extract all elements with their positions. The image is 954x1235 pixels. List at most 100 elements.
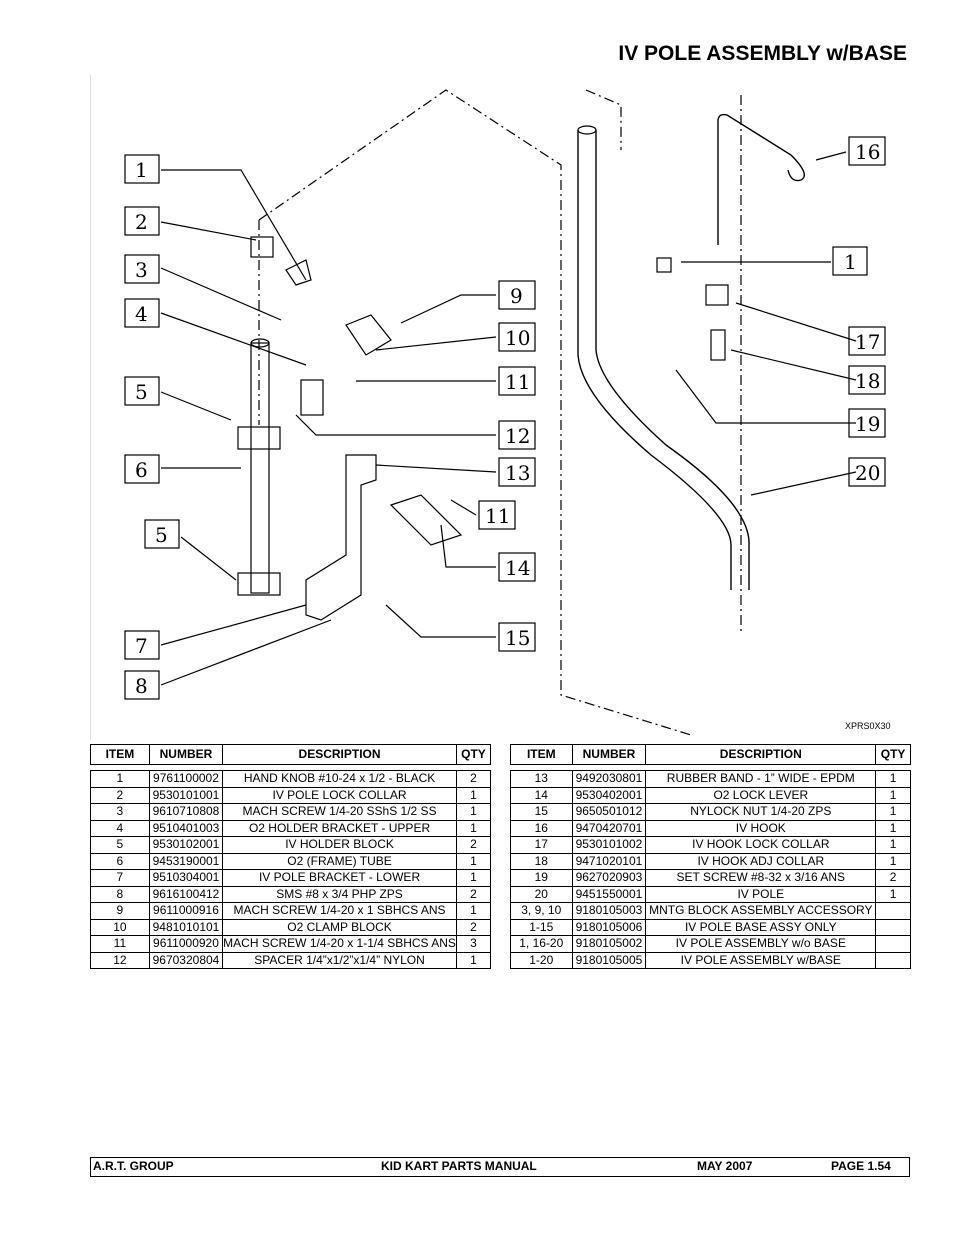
col-header-description: DESCRIPTION xyxy=(645,744,877,765)
cell-description: O2 LOCK LEVER xyxy=(645,786,877,804)
cell-description: IV HOOK xyxy=(645,819,877,837)
callout-label: 11 xyxy=(485,504,510,528)
cell-part-number: 9510304001 xyxy=(148,869,224,887)
cell-description: IV HOOK ADJ COLLAR xyxy=(645,852,877,870)
cell-part-number: 9180105005 xyxy=(571,951,647,969)
cell-description: IV POLE LOCK COLLAR xyxy=(222,786,457,804)
cell-part-number: 9180105002 xyxy=(571,935,647,953)
cell-description: SET SCREW #8-32 x 3/16 ANS xyxy=(645,869,877,887)
cell-item: 7 xyxy=(90,869,150,887)
cell-part-number: 9616100412 xyxy=(148,885,224,903)
cell-description: IV POLE BASE ASSY ONLY xyxy=(645,918,877,936)
cell-part-number: 9471020101 xyxy=(571,852,647,870)
col-header-description: DESCRIPTION xyxy=(222,744,457,765)
cell-qty: 3 xyxy=(455,935,492,953)
cell-part-number: 9481010101 xyxy=(148,918,224,936)
cell-item: 2 xyxy=(90,786,150,804)
cell-description: MACH SCREW 1/4-20 x 1-1/4 SBHCS ANS xyxy=(222,935,457,953)
cell-part-number: 9530402001 xyxy=(571,786,647,804)
callout-label: 20 xyxy=(855,461,880,485)
cell-item: 1-15 xyxy=(510,918,573,936)
cell-qty: 1 xyxy=(455,803,492,821)
exploded-parts-drawing: 1 2 3 4 5 6 5 7 8 9 10 11 12 13 11 14 15… xyxy=(90,75,911,740)
cell-part-number: 9180105006 xyxy=(571,918,647,936)
cell-part-number: 9510401003 xyxy=(148,819,224,837)
cell-item: 18 xyxy=(510,852,573,870)
cell-qty: 1 xyxy=(455,869,492,887)
cell-part-number: 9530101001 xyxy=(148,786,224,804)
cell-qty: 2 xyxy=(455,885,492,903)
callout-label: 12 xyxy=(505,424,530,448)
cell-description: IV POLE BRACKET - LOWER xyxy=(222,869,457,887)
footer-page-number: PAGE 1.54 xyxy=(831,1159,891,1173)
drawing-code: XPRS0X30 xyxy=(845,721,891,731)
cell-part-number: 9610710808 xyxy=(148,803,224,821)
cell-item: 14 xyxy=(510,786,573,804)
cell-part-number: 9650501012 xyxy=(571,803,647,821)
iv-holder-block-lower xyxy=(237,572,281,596)
cell-qty: 1 xyxy=(455,951,492,969)
cell-description: IV POLE ASSEMBLY w/BASE xyxy=(645,951,877,969)
cell-qty xyxy=(875,951,911,969)
footer-date: MAY 2007 xyxy=(697,1159,753,1173)
cell-qty: 1 xyxy=(875,836,911,854)
cell-qty: 1 xyxy=(875,786,911,804)
cell-description: IV POLE xyxy=(645,885,877,903)
callout-label: 7 xyxy=(135,634,148,658)
cell-part-number: 9611000916 xyxy=(148,902,224,920)
cell-qty: 1 xyxy=(875,852,911,870)
callout-label: 4 xyxy=(135,302,148,326)
cell-item: 3, 9, 10 xyxy=(510,902,573,920)
cell-qty: 1 xyxy=(875,885,911,903)
cell-item: 16 xyxy=(510,819,573,837)
callout-label: 19 xyxy=(855,412,880,436)
cell-qty xyxy=(875,918,911,936)
cell-item: 10 xyxy=(90,918,150,936)
cell-part-number: 9611000920 xyxy=(148,935,224,953)
cell-qty: 1 xyxy=(875,803,911,821)
callout-label: 3 xyxy=(135,258,148,282)
callout-label: 1 xyxy=(844,250,857,274)
cell-part-number: 9453190001 xyxy=(148,852,224,870)
callout-label: 13 xyxy=(505,461,530,485)
cell-description: MACH SCREW 1/4-20 SShS 1/2 SS xyxy=(222,803,457,821)
o2-frame-tube xyxy=(250,342,270,594)
cell-part-number: 9530102001 xyxy=(148,836,224,854)
cell-item: 1-20 xyxy=(510,951,573,969)
footer-manual-title: KID KART PARTS MANUAL xyxy=(381,1159,537,1173)
cell-description: RUBBER BAND - 1” WIDE - EPDM xyxy=(645,770,877,788)
cell-item: 17 xyxy=(510,836,573,854)
cell-description: IV HOOK LOCK COLLAR xyxy=(645,836,877,854)
cell-description: NYLOCK NUT 1/4-20 ZPS xyxy=(645,803,877,821)
cell-item: 1 xyxy=(90,770,150,788)
iv-hook xyxy=(717,113,805,245)
cell-item: 11 xyxy=(90,935,150,953)
col-header-qty: QTY xyxy=(875,744,911,765)
cell-description: MNTG BLOCK ASSEMBLY ACCESSORY xyxy=(645,902,877,920)
cell-qty xyxy=(875,902,911,920)
cell-part-number: 9670320804 xyxy=(148,951,224,969)
cell-description: IV POLE ASSEMBLY w/o BASE xyxy=(645,935,877,953)
col-header-item: ITEM xyxy=(510,744,573,765)
cell-item: 8 xyxy=(90,885,150,903)
page-footer: A.R.T. GROUP KID KART PARTS MANUAL MAY 2… xyxy=(90,1157,910,1177)
cell-description: SPACER 1/4”x1/2”x1/4” NYLON xyxy=(222,951,457,969)
cell-part-number: 9761100002 xyxy=(148,770,224,788)
dashed-outline-right xyxy=(585,89,622,150)
